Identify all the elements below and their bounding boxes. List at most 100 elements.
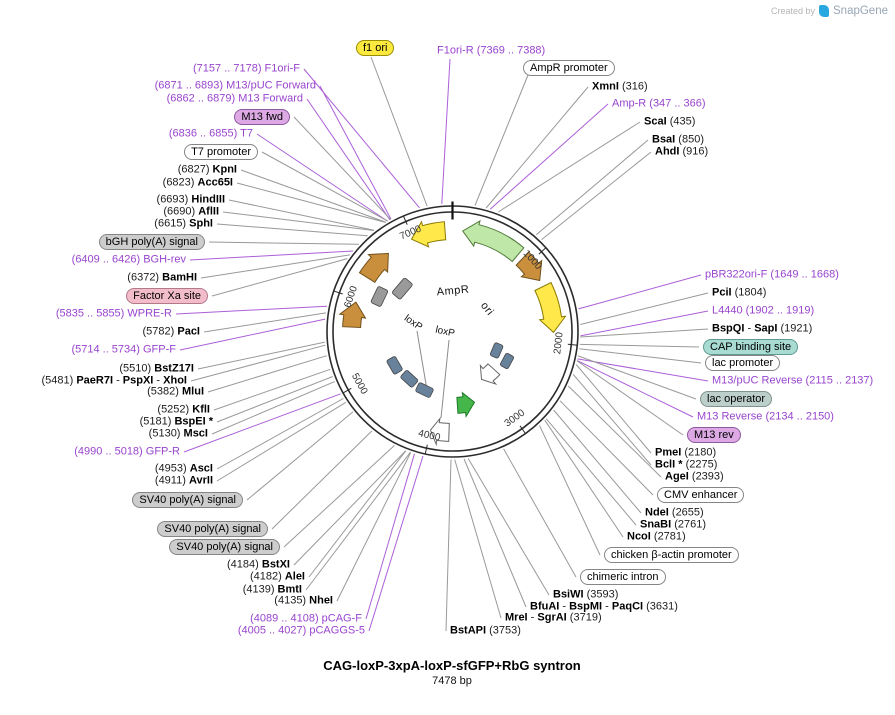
acc65i[interactable]: (6823) Acc65I: [163, 177, 233, 190]
m13-fwd-box-label-line: [293, 116, 391, 220]
gray-box-2[interactable]: [370, 286, 389, 307]
l4440-primer[interactable]: L4440 (1902 .. 1919): [712, 305, 814, 318]
snabi[interactable]: SnaBI (2761): [640, 519, 706, 532]
sv40-polya-signal-1[interactable]: SV40 poly(A) signal: [132, 492, 243, 508]
bsiwi[interactable]: BsiWI (3593): [553, 589, 618, 602]
cap-binding-site[interactable]: CAP binding site: [703, 339, 799, 355]
sv40-polya-signal-3[interactable]: SV40 poly(A) signal: [169, 539, 280, 555]
msci[interactable]: (5130) MscI: [149, 428, 208, 441]
ncoi[interactable]: NcoI (2781): [627, 531, 686, 544]
bgh-polya-signal[interactable]: bGH poly(A) signal: [98, 234, 205, 250]
white-arrow[interactable]: [479, 363, 501, 386]
bstapi[interactable]: BstAPI (3753): [450, 625, 521, 638]
paer7i-pspxi-xhoi[interactable]: (5481) PaeR7I - PspXI - XhoI: [41, 375, 187, 388]
bcli[interactable]: BclI * (2275): [655, 459, 717, 472]
green-arrow[interactable]: [456, 391, 476, 418]
bspei[interactable]: (5181) BspEI *: [140, 416, 213, 429]
bmti[interactable]: (4139) BmtI: [243, 584, 302, 597]
sphi-text: (6615): [154, 217, 190, 230]
bcli-text: BclI *: [655, 458, 683, 471]
lac-promoter[interactable]: lac promoter: [705, 355, 781, 371]
bspqi-sapi[interactable]: BspQI - SapI (1921): [712, 323, 812, 336]
amp-r-primer[interactable]: Amp-R (347 .. 366): [612, 98, 706, 111]
m13-puc-reverse-primer[interactable]: M13/pUC Reverse (2115 .. 2137): [712, 375, 873, 388]
mlui[interactable]: (5382) MluI: [147, 386, 204, 399]
mlui-text: (5382): [147, 385, 182, 398]
pcag-f-primer[interactable]: (4089 .. 4108) pCAG-F: [250, 613, 362, 626]
ampr-arrow[interactable]: [461, 219, 525, 263]
m13-puc-forward-primer[interactable]: (6871 .. 6893) M13/pUC Forward: [155, 80, 316, 93]
ampr-promoter[interactable]: AmpR promoter: [523, 60, 615, 76]
factor-xa-site[interactable]: Factor Xa site: [126, 288, 208, 304]
bamhi[interactable]: (6372) BamHI: [127, 272, 197, 285]
f1-ori-arrow[interactable]: [410, 220, 447, 248]
f1ori-f-primer[interactable]: (7157 .. 7178) F1ori-F: [193, 63, 300, 76]
chimeric-intron[interactable]: chimeric intron: [580, 569, 666, 585]
pmei[interactable]: PmeI (2180): [655, 447, 716, 460]
m13-forward-primer[interactable]: (6862 .. 6879) M13 Forward: [167, 93, 303, 106]
scai[interactable]: ScaI (435): [644, 116, 695, 129]
ahdi-text: AhdI: [655, 145, 680, 158]
slate-box-3[interactable]: [415, 382, 434, 398]
pcaggs-5-primer-line: [368, 455, 424, 632]
wpre-r-primer[interactable]: (5835 .. 5855) WPRE-R: [56, 308, 172, 321]
pbr322ori-f-primer[interactable]: pBR322ori-F (1649 .. 1668): [705, 269, 839, 282]
bsai[interactable]: BsaI (850): [652, 134, 704, 147]
agei[interactable]: AgeI (2393): [665, 471, 724, 484]
snapgene-brand: SnapGene: [833, 5, 888, 17]
m13-rev-box-label[interactable]: M13 rev: [687, 427, 741, 443]
t7-primer[interactable]: (6836 .. 6855) T7: [169, 128, 253, 141]
bgh-rev-primer[interactable]: (6409 .. 6426) BGH-rev: [72, 254, 186, 267]
bspei-text: (5181): [139, 415, 175, 428]
paci[interactable]: (5782) PacI: [143, 326, 201, 339]
sphi[interactable]: (6615) SphI: [154, 218, 213, 231]
orange-arrow-left[interactable]: [358, 252, 389, 283]
slate-box-5[interactable]: [500, 353, 515, 370]
cmv-enhancer[interactable]: CMV enhancer: [657, 487, 745, 503]
nhei[interactable]: (4135) NheI: [274, 595, 333, 608]
f1-ori-box-label[interactable]: f1 ori: [356, 40, 395, 56]
tick-3000: [519, 425, 527, 435]
m13-fwd-box-label[interactable]: M13 fwd: [234, 109, 290, 125]
kfli[interactable]: (5252) KflI: [157, 404, 210, 417]
orange-arrow-top-right[interactable]: [515, 251, 543, 282]
aflii[interactable]: (6690) AflII: [163, 206, 219, 219]
gfp-f-primer[interactable]: (5714 .. 5734) GFP-F: [71, 344, 176, 357]
slate-box-2[interactable]: [400, 370, 419, 388]
chicken-beta-actin-promoter[interactable]: chicken β-actin promoter: [604, 547, 739, 563]
f1ori-r-primer[interactable]: F1ori-R (7369 .. 7388): [437, 45, 545, 58]
bstxi[interactable]: (4184) BstXI: [227, 559, 290, 572]
m13-reverse-primer[interactable]: M13 Reverse (2134 .. 2150): [697, 411, 834, 424]
ahdi[interactable]: AhdI (916): [655, 146, 708, 159]
ori-arrow[interactable]: [534, 281, 567, 334]
slate-box-4[interactable]: [489, 342, 504, 359]
m13-puc-reverse-primer-text: M13/pUC Reverse (2115 .. 2137): [712, 374, 874, 387]
sv40-polya-signal-2[interactable]: SV40 poly(A) signal: [157, 521, 268, 537]
asci[interactable]: (4953) AscI: [155, 463, 213, 476]
kpni[interactable]: (6827) KpnI: [178, 164, 237, 177]
kfli-text: KflI: [192, 403, 210, 416]
orange-arrow-lower-left[interactable]: [338, 301, 367, 329]
slate-box-1[interactable]: [386, 356, 403, 375]
bamhi-text: BamHI: [162, 271, 197, 284]
bfuai-bspmi-paqci[interactable]: BfuAI - BspMI - PaqCI (3631): [530, 601, 678, 614]
t7-promoter[interactable]: T7 promoter: [184, 144, 258, 160]
avrii[interactable]: (4911) AvrII: [155, 475, 213, 488]
bsai-text: BsaI: [652, 133, 676, 146]
pcaggs-5-primer[interactable]: (4005 .. 4027) pCAGGS-5: [238, 625, 365, 638]
mrei-sgrai-text: SgrAI: [537, 611, 567, 624]
alei[interactable]: (4182) AleI: [250, 571, 305, 584]
xmni[interactable]: XmnI (316): [592, 81, 648, 94]
hindiii[interactable]: (6693) HindIII: [157, 194, 225, 207]
gfp-r-primer[interactable]: (4990 .. 5018) GFP-R: [74, 446, 180, 459]
ndei[interactable]: NdeI (2655): [645, 507, 704, 520]
bstz17i[interactable]: (5510) BstZ17I: [119, 363, 194, 376]
bamhi-text: (6372): [127, 271, 163, 284]
mrei-sgrai[interactable]: MreI - SgrAI (3719): [505, 612, 602, 625]
gray-box-1[interactable]: [392, 277, 413, 300]
pcii[interactable]: PciI (1804): [712, 287, 766, 300]
pcii-line: [580, 292, 709, 325]
white-box-bottom[interactable]: [429, 416, 450, 447]
lac-operator[interactable]: lac operator: [700, 391, 773, 407]
